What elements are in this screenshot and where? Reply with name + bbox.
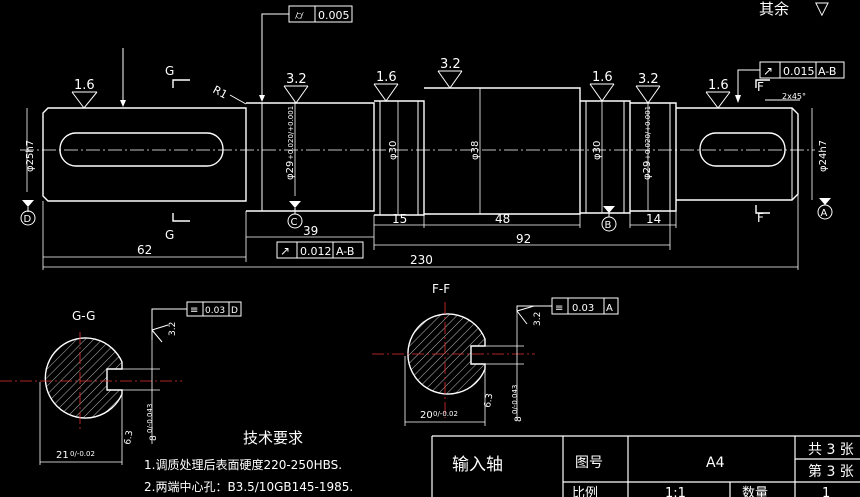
tech-requirements: 技术要求 1.调质处理后表面硬度220-250HBS. 2.两端中心孔：B3.5… [144,429,353,494]
svg-text:≡: ≡ [190,305,198,316]
svg-text:39: 39 [303,224,318,238]
svg-text:F: F [757,80,764,94]
svg-text:B: B [605,220,612,231]
svg-text:+0.020/+0.001: +0.020/+0.001 [287,106,295,160]
drawing-no: A4 [706,455,725,471]
svg-text:D: D [231,306,238,316]
svg-text:3.2: 3.2 [168,322,178,336]
svg-text:φ29: φ29 [642,161,653,180]
svg-text:14: 14 [646,212,661,226]
svg-text:6.3: 6.3 [483,393,495,409]
tech-req-line2: 2.两端中心孔：B3.5/10GB145-1985. [144,479,353,494]
svg-text:15: 15 [392,212,407,226]
svg-text:φ24h7: φ24h7 [818,140,829,172]
total-sheets: 共 3 张 [808,442,854,458]
svg-text:A: A [606,303,613,314]
svg-text:A-B: A-B [336,245,354,258]
svg-text:φ25h7: φ25h7 [25,140,36,172]
qty-label: 数量 [742,486,768,497]
title-block: 输入轴 图号 A4 共 3 张 第 3 张 比例 1:1 数量 1 [431,435,860,497]
svg-text:8: 8 [149,435,159,441]
diameter-dims: φ25h7 φ29 +0.020/+0.001 φ30 φ38 φ30 φ29 … [25,88,829,215]
scale-label: 比例 [572,486,598,497]
svg-text:1.6: 1.6 [592,70,613,85]
chamfer-label: 2x45° [782,92,806,101]
svg-text:8: 8 [514,416,524,422]
scale-value: 1:1 [665,486,686,497]
svg-text:G-G: G-G [72,309,95,323]
svg-text:φ30: φ30 [388,141,399,160]
keyway-left [59,132,224,167]
fillet-label: R1 [211,83,230,101]
svg-text:62: 62 [137,243,152,257]
tech-req-title: 技术要求 [243,429,303,447]
section-gg: G-G 8 0/-0.043 21 0/-0.02 3.2 6.3 ≡ 0.03… [0,301,242,465]
svg-text:0.005: 0.005 [318,9,350,22]
svg-text:1.6: 1.6 [74,78,95,93]
svg-text:0.03: 0.03 [572,303,594,314]
svg-text:1.6: 1.6 [376,70,397,85]
svg-text:A-B: A-B [818,65,836,78]
svg-text:F-F: F-F [432,282,450,296]
drawing-no-label: 图号 [575,455,603,471]
svg-text:230: 230 [410,253,433,267]
qty-value: 1 [822,486,830,497]
corner-note: 其余 [759,0,789,18]
svg-text:↗: ↗ [280,244,290,258]
svg-text:+0.020/+0.001: +0.020/+0.001 [644,106,652,160]
datum-c: C [287,201,303,229]
svg-text:3.2: 3.2 [286,72,307,87]
svg-text:C: C [291,217,298,228]
svg-text:≡: ≡ [555,303,563,314]
svg-text:92: 92 [516,232,531,246]
svg-text:φ38: φ38 [470,141,481,160]
svg-text:G: G [165,228,174,242]
svg-text:0.012: 0.012 [300,245,332,258]
svg-text:0/-0.043: 0/-0.043 [146,404,154,433]
svg-text:F: F [757,211,764,225]
svg-text:20: 20 [420,410,433,421]
section-ff: F-F 8 0/-0.043 20 0/-0.02 3.2 6.3 ≡ 0.03… [372,282,619,426]
datum-b: B [601,206,617,232]
keyway-right [699,132,786,167]
length-dims: 39 15 48 14 62 92 230 [42,194,799,270]
tolerance-cylindricity: ⌭ 0.005 [259,5,353,102]
datum-d: D [20,200,36,226]
tolerance-runout-right: ↗ 0.015 A-B [735,61,845,103]
tech-req-line1: 1.调质处理后表面硬度220-250HBS. [144,457,342,472]
svg-text:6.3: 6.3 [123,430,135,446]
svg-text:3.2: 3.2 [533,312,543,326]
part-name: 输入轴 [452,455,503,475]
svg-text:48: 48 [495,212,510,226]
svg-text:⌭: ⌭ [295,8,304,22]
svg-text:G: G [165,64,174,78]
svg-text:φ29: φ29 [285,161,296,180]
svg-text:0.015: 0.015 [783,65,815,78]
sheet-no: 第 3 张 [808,463,854,480]
svg-text:0.03: 0.03 [205,306,225,316]
svg-text:3.2: 3.2 [638,72,659,87]
svg-text:A: A [821,208,828,219]
svg-text:0/-0.043: 0/-0.043 [511,385,519,414]
svg-text:↗: ↗ [763,64,773,78]
datum-a: A [817,198,833,220]
svg-text:21: 21 [56,450,69,461]
svg-text:φ30: φ30 [592,141,603,160]
shaft-outline [42,87,799,216]
section-marks: G G F F [165,64,770,242]
svg-text:0/-0.02: 0/-0.02 [433,410,458,418]
svg-text:0/-0.02: 0/-0.02 [70,450,95,458]
tolerance-runout-bottom: ↗ 0.012 A-B [276,241,364,259]
roughness-marks: 1.6 3.2 1.6 3.2 1.6 3.2 1.6 [71,57,731,109]
svg-text:3.2: 3.2 [440,57,461,72]
svg-text:1.6: 1.6 [708,78,729,93]
roughness-symbol-icon: ▽ [815,0,829,19]
svg-text:D: D [24,214,32,225]
